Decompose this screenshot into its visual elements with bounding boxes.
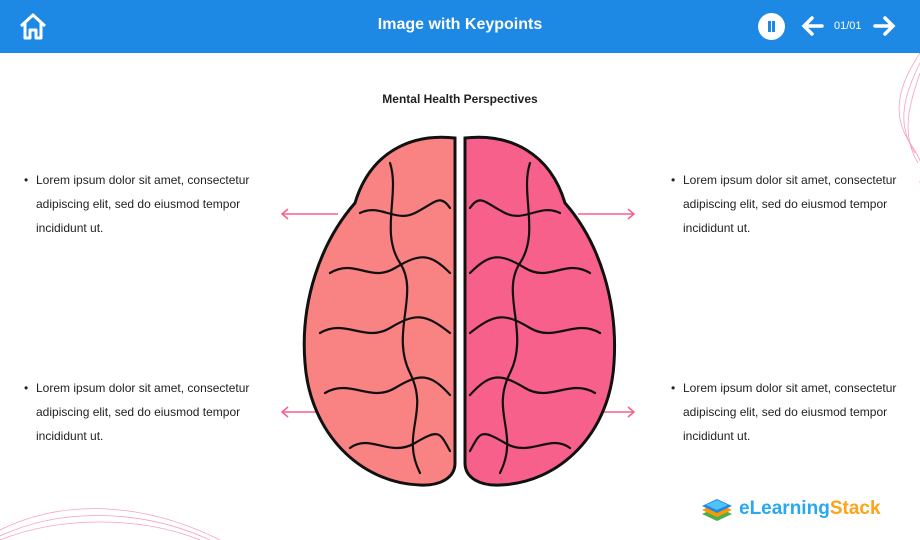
- brain-illustration: [302, 135, 617, 487]
- next-arrow-icon[interactable]: [872, 14, 896, 38]
- elearningstack-logo: eLearningStack: [700, 494, 881, 524]
- logo-text-stack: Stack: [829, 498, 881, 519]
- page-indicator: 01/01: [834, 20, 862, 32]
- pause-button[interactable]: [758, 13, 785, 40]
- arrow-left-top: [280, 208, 338, 220]
- arrow-right-top: [578, 208, 636, 220]
- page-title: Image with Keypoints: [377, 16, 543, 33]
- keypoint-top-left: Lorem ipsum dolor sit amet, consectetur …: [24, 168, 254, 240]
- decorative-waves: [898, 53, 920, 183]
- stack-logo-icon: [702, 499, 732, 521]
- top-bar: Image with Keypoints 01/01: [0, 0, 920, 53]
- keypoint-top-right: Lorem ipsum dolor sit amet, consectetur …: [671, 168, 901, 240]
- decorative-waves-bottom: [0, 508, 221, 540]
- keypoint-bottom-left: Lorem ipsum dolor sit amet, consectetur …: [24, 376, 254, 448]
- keypoint-bottom-right: Lorem ipsum dolor sit amet, consectetur …: [671, 376, 901, 448]
- logo-text-elearning: eLearning: [739, 498, 830, 519]
- home-icon[interactable]: [18, 12, 48, 40]
- section-heading: Mental Health Perspectives: [382, 92, 538, 106]
- previous-arrow-icon[interactable]: [801, 14, 825, 38]
